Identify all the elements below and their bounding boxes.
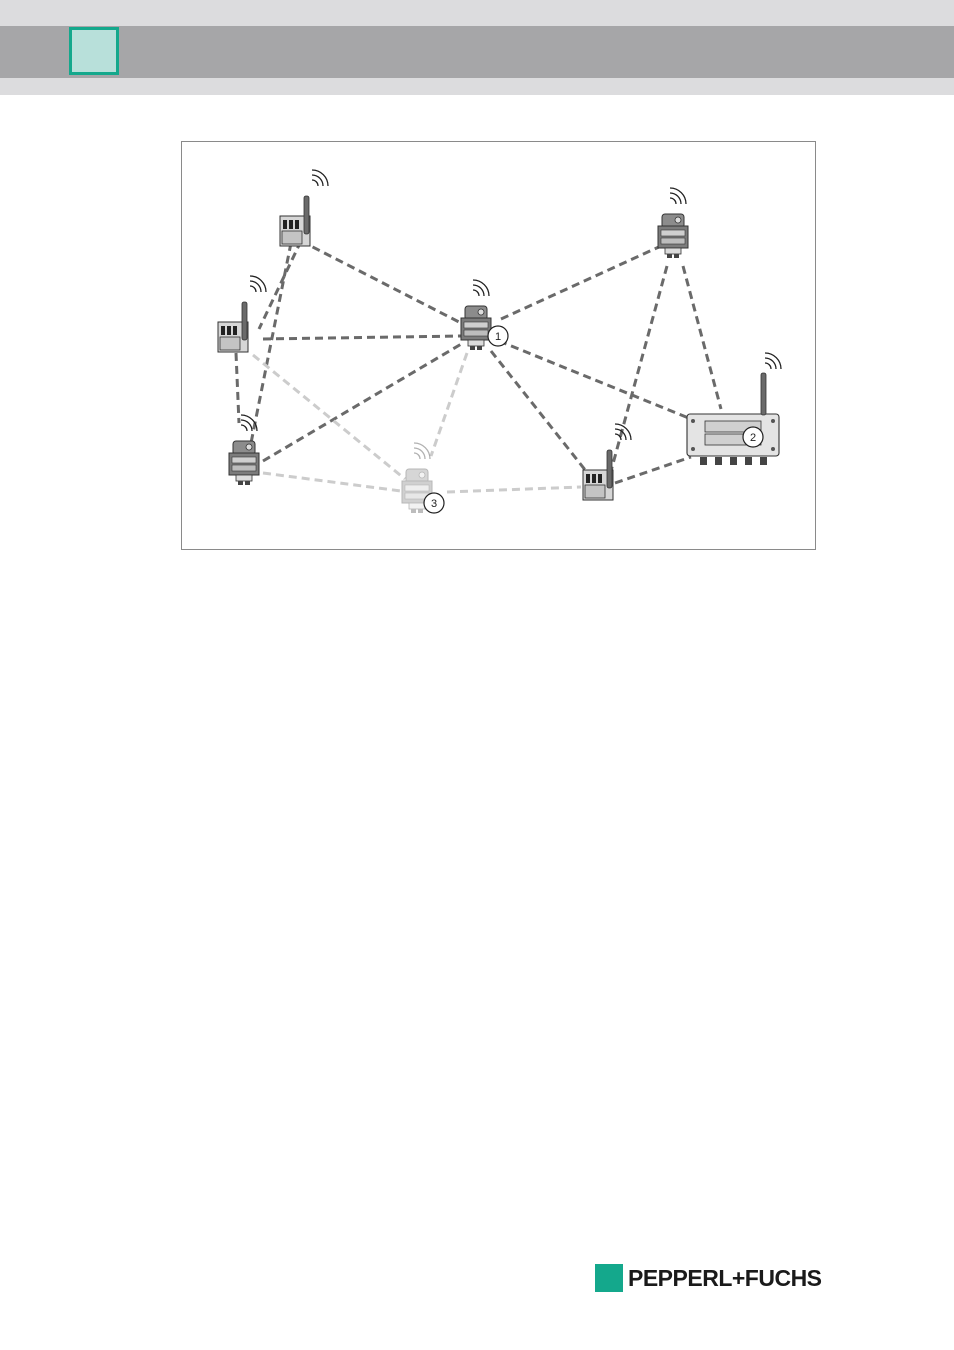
svg-text:2: 2 [750,432,756,444]
wireless-adapter-node [218,276,266,352]
wireless-adapter-node [583,424,631,500]
wireless-sensor-node [658,188,688,258]
logo-text: PEPPERL+FUCHS [628,1265,822,1292]
callout-2: 2 [743,427,763,447]
mesh-network-diagram: 1 2 3 [182,142,817,551]
active-links [236,241,721,483]
gateway-node [687,353,781,465]
wireless-adapter-node [280,170,328,246]
logo-mark-icon [595,1264,623,1292]
callout-3: 3 [424,493,444,513]
company-logo: PEPPERL+FUCHS [595,1262,835,1294]
svg-text:1: 1 [495,331,501,343]
chapter-tab [69,27,119,75]
network-diagram-figure: 1 2 3 [181,141,816,550]
svg-text:3: 3 [431,498,437,510]
header-band [0,26,954,78]
callout-1: 1 [488,326,508,346]
header-bottom-strip [0,78,954,95]
header-top-strip [0,0,954,26]
wireless-sensor-node [461,280,491,350]
